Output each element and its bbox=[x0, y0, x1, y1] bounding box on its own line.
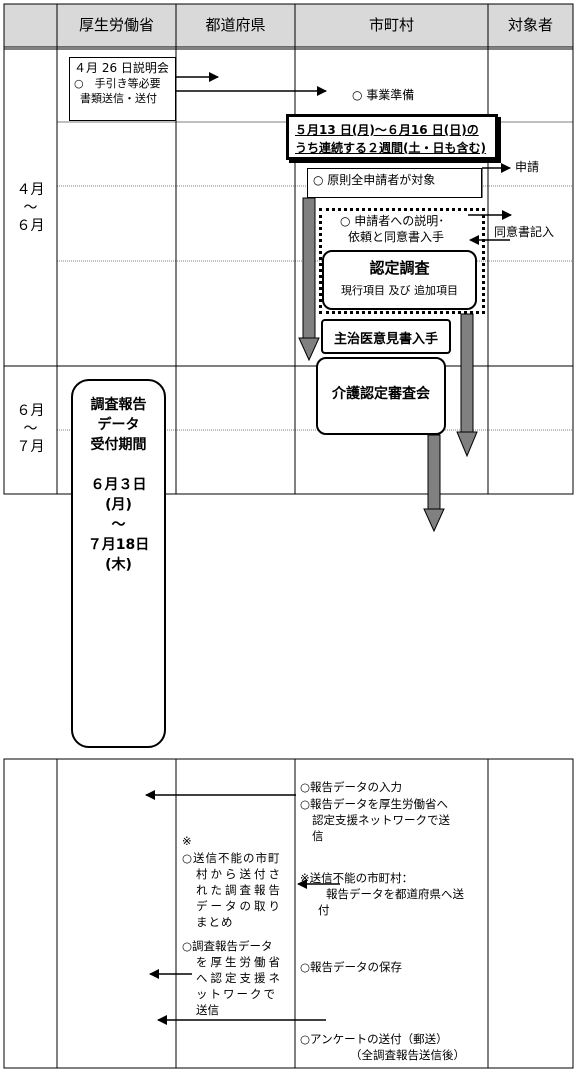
pref-note: ※ bbox=[182, 834, 192, 848]
muni-survey: ○アンケートの送付（郵送） （全調査報告送信後） bbox=[300, 1032, 465, 1062]
header-municipality: 市町村 bbox=[368, 16, 414, 34]
muni-fallback: ※送信不能の市町村： 報告データを都道府県へ送 付 bbox=[300, 871, 464, 917]
all-applicants-box bbox=[307, 168, 482, 198]
gray-arrow-2 bbox=[456, 313, 478, 458]
explain-text: ○ 申請者への説明･ 依頼と同意書入手 bbox=[340, 214, 445, 244]
survey-box: 認定調査 現行項目 及び 追加項目 bbox=[322, 250, 477, 310]
all-applicants-text: ○ 原則全申請者が対象 bbox=[313, 173, 436, 187]
briefing-box: ４月 26 日説明会 ○ 手引き等必要 書類送信・送付 bbox=[69, 57, 176, 121]
header-target: 対象者 bbox=[507, 16, 553, 34]
header-row bbox=[4, 4, 573, 47]
row-label-apr-jun: ４月 ～ ６月 bbox=[16, 182, 45, 234]
pref-send: ○調査報告データ を厚生労働省 へ認定支援ネ ットワークで 送信 bbox=[182, 939, 283, 1017]
committee-box: 介護認定審査会 bbox=[316, 357, 446, 435]
reception-period-box: 調査報告 データ 受付期間 ６月３日 (月) ～ ７月18日 (木) bbox=[71, 379, 166, 748]
pref-collect: ○送信不能の市町 村から送付さ れた調査報告 データの取り まとめ bbox=[182, 851, 283, 929]
gray-arrow-1 bbox=[298, 197, 320, 362]
doctor-opinion-box: 主治医意見書入手 bbox=[321, 319, 451, 354]
gray-arrow-3 bbox=[423, 434, 445, 533]
muni-send: ○報告データを厚生労働省へ 認定支援ネットワークで送 信 bbox=[300, 797, 450, 843]
explain-dotted-box bbox=[319, 208, 485, 314]
period-box: ５月13 日(月)～６月16 日(日)の うち連続する２週間(土・日も含む) bbox=[286, 114, 498, 160]
muni-input: ○報告データの入力 bbox=[300, 780, 403, 794]
row-label-jun-jul: ６月 ～ ７月 bbox=[16, 403, 45, 455]
application-label: 申請 bbox=[515, 160, 540, 174]
consent-label: 同意書記入 bbox=[494, 225, 555, 239]
prep-text: ○ 事業準備 bbox=[352, 88, 415, 102]
header-prefecture: 都道府県 bbox=[205, 16, 266, 34]
muni-save: ○報告データの保存 bbox=[300, 960, 403, 974]
header-mhlw: 厚生労働省 bbox=[78, 16, 154, 34]
